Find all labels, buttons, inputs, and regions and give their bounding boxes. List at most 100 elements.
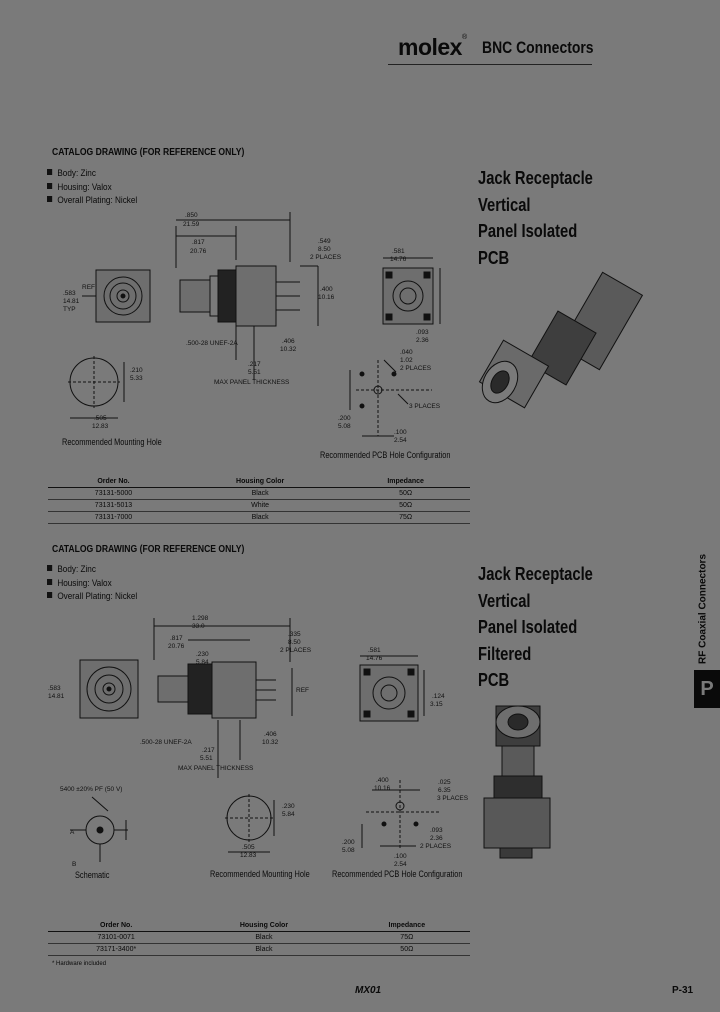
col-order-no: Order No. [48, 476, 179, 488]
section1-order-table: Order No. Housing Color Impedance 73131-… [48, 476, 470, 524]
section1-spec-list: Body: Zinc Housing: Valox Overall Platin… [47, 167, 137, 208]
bullet-square-icon [47, 196, 53, 202]
section2-product-title: Jack Receptacle Vertical Panel Isolated … [478, 564, 593, 690]
dim-label: TYP [63, 306, 76, 313]
col-impedance: Impedance [341, 476, 470, 488]
dim-label: 10.16 [374, 785, 391, 792]
dim-label: .406 [282, 338, 295, 345]
dim-label: 2 PLACES [420, 843, 452, 850]
dim-label: 2.36 [430, 835, 443, 842]
s1-product-photo [478, 271, 644, 409]
dim-label: 1.02 [400, 357, 413, 364]
dim-label: .400 [376, 777, 389, 784]
s2-side-view [153, 618, 293, 778]
dim-label: 5.51 [200, 755, 213, 762]
spec-item: Housing: Valox [47, 577, 137, 591]
dim-label: .040 [400, 349, 413, 356]
table-header-row: Order No. Housing Color Impedance [48, 920, 470, 932]
schematic-label-a: A [70, 829, 75, 836]
section2-pcb-hole-caption: Recommended PCB Hole Configuration [332, 869, 463, 879]
dim-label: .817 [192, 239, 205, 246]
s2-mounting-hole [225, 794, 275, 853]
dim-label: .549 [318, 238, 331, 245]
schematic-caption: Schematic [75, 870, 110, 880]
dim-label: .583 [48, 685, 61, 692]
dim-label: .100 [394, 429, 407, 436]
dim-label: 2 PLACES [280, 647, 312, 654]
dim-label: REF [296, 687, 309, 694]
col-order-no: Order No. [48, 920, 185, 932]
dim-label: 3.15 [430, 701, 443, 708]
dim-label: 5.08 [338, 423, 351, 430]
registered-mark: ® [462, 34, 468, 41]
schematic-note: 5400 ±20% PF (50 V) [60, 786, 122, 793]
dim-label: .581 [392, 248, 405, 255]
dim-label: 5.08 [342, 847, 355, 854]
dim-label: 2.54 [394, 861, 407, 868]
section2-heading: CATALOG DRAWING (FOR REFERENCE ONLY) [52, 544, 245, 555]
dim-label: .505 [242, 844, 255, 851]
dim-label: .124 [432, 693, 445, 700]
dim-label: 10.16 [318, 294, 335, 301]
s1-top-view [382, 257, 441, 325]
section2-mounting-hole-caption: Recommended Mounting Hole [210, 869, 310, 879]
dim-label: .505 [94, 415, 107, 422]
dim-label: .025 [438, 779, 451, 786]
dim-label: 12.83 [92, 423, 109, 430]
dim-label: .406 [264, 731, 277, 738]
dim-label: REF [82, 284, 95, 291]
spec-item: Body: Zinc [47, 167, 137, 181]
col-housing-color: Housing Color [184, 920, 344, 932]
dim-label: 2 PLACES [400, 365, 432, 372]
schematic-label-b: B [72, 861, 76, 868]
dim-label: .500-28 UNEF-2A [140, 739, 192, 746]
s1-mounting-hole [68, 356, 125, 419]
s2-pcb-hole-config [361, 780, 440, 850]
table-header-row: Order No. Housing Color Impedance [48, 476, 470, 488]
spec-item: Overall Plating: Nickel [47, 590, 137, 604]
dim-label: 2.36 [416, 337, 429, 344]
bullet-square-icon [47, 182, 53, 189]
section-tab-p: P [694, 670, 720, 708]
dim-label: .400 [320, 286, 333, 293]
dim-label: .583 [63, 290, 76, 297]
dim-label: 5.84 [196, 659, 209, 666]
dim-label: 21.59 [183, 221, 200, 228]
dim-label: .210 [130, 367, 143, 374]
footnote: * Hardware included [52, 961, 107, 967]
dim-label: 6.35 [438, 787, 451, 794]
spec-item: Body: Zinc [47, 563, 137, 577]
header-rule [388, 64, 592, 65]
dim-label: .200 [342, 839, 355, 846]
s2-schematic [70, 796, 128, 862]
s2-product-photo [483, 705, 551, 859]
s2-dimension-labels: 1.298 33.0 .817 20.76 .335 8.50 2 PLACES… [48, 615, 469, 868]
bullet-square-icon [47, 592, 53, 598]
dim-label: .093 [430, 827, 443, 834]
dim-label: 1.298 [192, 615, 209, 622]
s1-side-view [175, 212, 319, 380]
section1-product-title: Jack Receptacle Vertical Panel Isolated … [478, 168, 593, 268]
dim-label: .817 [170, 635, 183, 642]
dim-label: 14.76 [366, 655, 383, 662]
dim-label: 14.76 [390, 256, 407, 263]
s1-front-view [82, 269, 151, 323]
dim-label: .850 [185, 212, 198, 219]
dim-label: 5.84 [282, 811, 295, 818]
bullet-square-icon [47, 578, 53, 585]
dim-label: .335 [288, 631, 301, 638]
dim-label: .100 [394, 853, 407, 860]
section1-pcb-hole-caption: Recommended PCB Hole Configuration [320, 450, 451, 460]
dim-label: .230 [282, 803, 295, 810]
dim-label: .093 [416, 329, 429, 336]
section1-mounting-hole-caption: Recommended Mounting Hole [62, 437, 162, 447]
dim-label: .500-28 UNEF-2A [186, 340, 238, 347]
bullet-square-icon [47, 565, 53, 571]
dim-label: 10.32 [280, 346, 297, 353]
dim-label: 3 PLACES [409, 403, 441, 410]
